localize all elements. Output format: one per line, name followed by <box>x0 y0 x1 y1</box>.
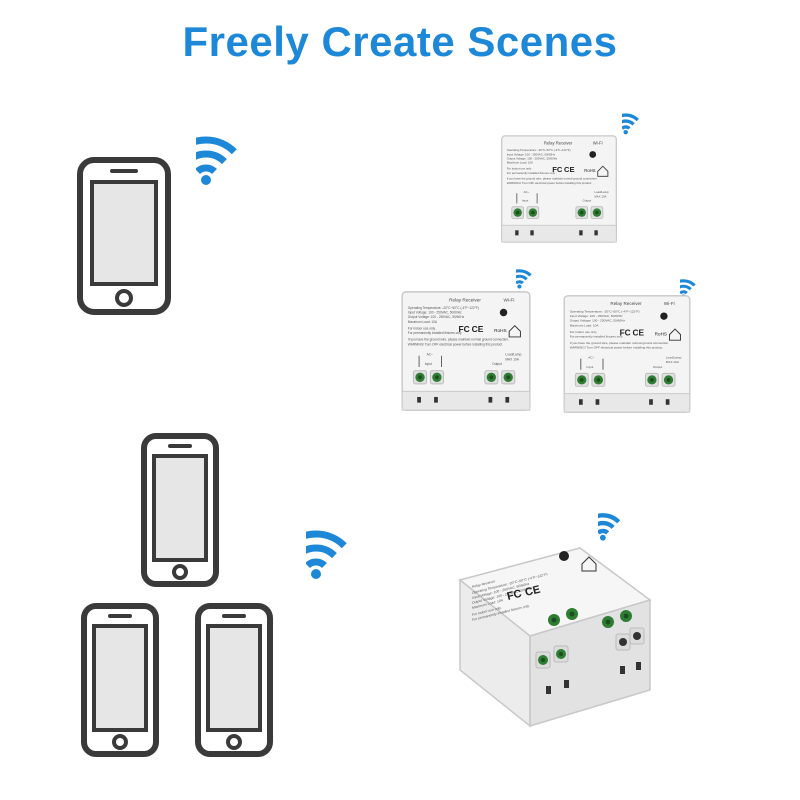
relay-module: Relay Receiver Operating Temperature: -2… <box>430 540 670 740</box>
svg-text:Maximum Load: 10A: Maximum Load: 10A <box>408 320 438 324</box>
svg-text:For permanently installed fixt: For permanently installed fixtures only. <box>408 331 462 335</box>
svg-text:MAX 10A: MAX 10A <box>505 357 519 361</box>
relay-module: Relay Receiver Wi-Fi Operating Temperatu… <box>400 290 532 412</box>
svg-text:CE: CE <box>472 324 484 334</box>
svg-text:FC: FC <box>506 588 523 603</box>
svg-text:FC: FC <box>552 165 563 174</box>
svg-text:CE: CE <box>524 584 542 599</box>
svg-text:For indoor use only.: For indoor use only. <box>507 167 532 171</box>
svg-text:Output Voltage: 100 - 250VAC,: Output Voltage: 100 - 250VAC, 50/60Hz <box>408 315 465 319</box>
svg-text:AC~: AC~ <box>427 353 433 357</box>
svg-text:FC: FC <box>620 328 631 338</box>
svg-text:RoHS: RoHS <box>584 168 595 173</box>
svg-text:FC: FC <box>458 324 469 334</box>
svg-text:Wi-Fi: Wi-Fi <box>504 297 515 302</box>
svg-text:Maximum Load: 10A: Maximum Load: 10A <box>472 598 504 610</box>
svg-text:Relay Receiver: Relay Receiver <box>610 301 642 306</box>
svg-text:Input: Input <box>425 362 432 366</box>
svg-text:Operating Temperature: -20°C~5: Operating Temperature: -20°C~50°C (-4°F~… <box>507 148 571 152</box>
phone-icon <box>194 602 274 758</box>
svg-text:AC~: AC~ <box>524 190 530 194</box>
wifi-signal-icon <box>516 268 540 290</box>
svg-text:Input Voltage: 100 - 250VAC, 5: Input Voltage: 100 - 250VAC, 50/60Hz <box>507 152 556 156</box>
svg-text:For permanently installed fixt: For permanently installed fixtures only. <box>507 171 556 175</box>
svg-text:Maximum Load: 10A: Maximum Load: 10A <box>570 323 600 327</box>
svg-text:Operating Temperature: -20°C~5: Operating Temperature: -20°C~50°C (-4°F~… <box>570 309 640 313</box>
svg-text:Output Voltage: 100 - 250VAC,: Output Voltage: 100 - 250VAC, 50/60Hz <box>507 157 558 161</box>
phone-icon <box>76 156 172 316</box>
svg-text:Maximum Load: 10A: Maximum Load: 10A <box>507 161 533 165</box>
svg-text:Operating Temperature: -20°C~5: Operating Temperature: -20°C~50°C (-4°F~… <box>408 306 479 310</box>
svg-text:For indoor use only.: For indoor use only. <box>472 606 502 617</box>
svg-text:WARNING! Turn OFF electrical p: WARNING! Turn OFF electrical power befor… <box>408 342 503 346</box>
svg-text:For indoor use only.: For indoor use only. <box>408 326 436 330</box>
svg-text:MAX 10A: MAX 10A <box>594 194 606 198</box>
svg-text:If you have the ground wire, p: If you have the ground wire, please main… <box>570 341 669 345</box>
svg-text:CE: CE <box>564 165 575 174</box>
page-title: Freely Create Scenes <box>182 18 618 65</box>
svg-text:RoHS: RoHS <box>494 328 507 333</box>
svg-text:CE: CE <box>633 328 645 338</box>
svg-text:Input Voltage: 100 - 250VAC, 5: Input Voltage: 100 - 250VAC, 50/60Hz <box>408 310 462 314</box>
svg-text:Output Voltage: 100 - 250VAC,: Output Voltage: 100 - 250VAC, 50/60Hz <box>570 319 626 323</box>
wifi-signal-icon <box>622 112 648 136</box>
svg-text:AC~: AC~ <box>588 356 594 360</box>
phone-icon <box>80 602 160 758</box>
svg-text:Output: Output <box>583 199 592 203</box>
svg-text:WARNING! Turn OFF electrical p: WARNING! Turn OFF electrical power befor… <box>570 345 663 349</box>
svg-text:Wi-Fi: Wi-Fi <box>593 140 603 145</box>
svg-text:Load/Lamp: Load/Lamp <box>505 353 521 357</box>
svg-text:MAX 10A: MAX 10A <box>666 360 680 364</box>
svg-text:Output: Output <box>492 362 502 366</box>
svg-text:Input: Input <box>522 199 529 203</box>
svg-text:Load/Lamp: Load/Lamp <box>666 356 682 360</box>
svg-text:Output: Output <box>653 365 663 369</box>
svg-text:If you have the ground wire, p: If you have the ground wire, please main… <box>408 338 509 342</box>
svg-text:Wi-Fi: Wi-Fi <box>664 301 675 306</box>
svg-text:Load/Lamp: Load/Lamp <box>594 190 609 194</box>
relay-module: Relay Receiver Wi-Fi Operating Temperatu… <box>500 134 618 244</box>
svg-text:Relay Receiver: Relay Receiver <box>544 140 573 145</box>
svg-text:Relay Receiver: Relay Receiver <box>449 297 481 302</box>
svg-text:Input Voltage: 100 - 250VAC, 5: Input Voltage: 100 - 250VAC, 50/60Hz <box>570 314 623 318</box>
svg-text:If you have the ground wire, p: If you have the ground wire, please main… <box>507 177 598 181</box>
relay-module: Relay Receiver Wi-Fi Operating Temperatu… <box>562 294 692 414</box>
phone-icon <box>140 432 220 588</box>
svg-text:For indoor use only.: For indoor use only. <box>570 330 598 334</box>
svg-text:Relay Receiver: Relay Receiver <box>472 579 496 589</box>
svg-text:WARNING! Turn OFF electrical p: WARNING! Turn OFF electrical power befor… <box>507 181 593 185</box>
svg-text:For permanently installed fixt: For permanently installed fixtures only. <box>570 334 623 338</box>
svg-text:RoHS: RoHS <box>655 332 667 337</box>
wifi-signal-icon <box>306 522 376 582</box>
wifi-signal-icon <box>196 128 266 188</box>
wifi-signal-icon <box>598 512 632 542</box>
svg-text:Input: Input <box>586 365 593 369</box>
